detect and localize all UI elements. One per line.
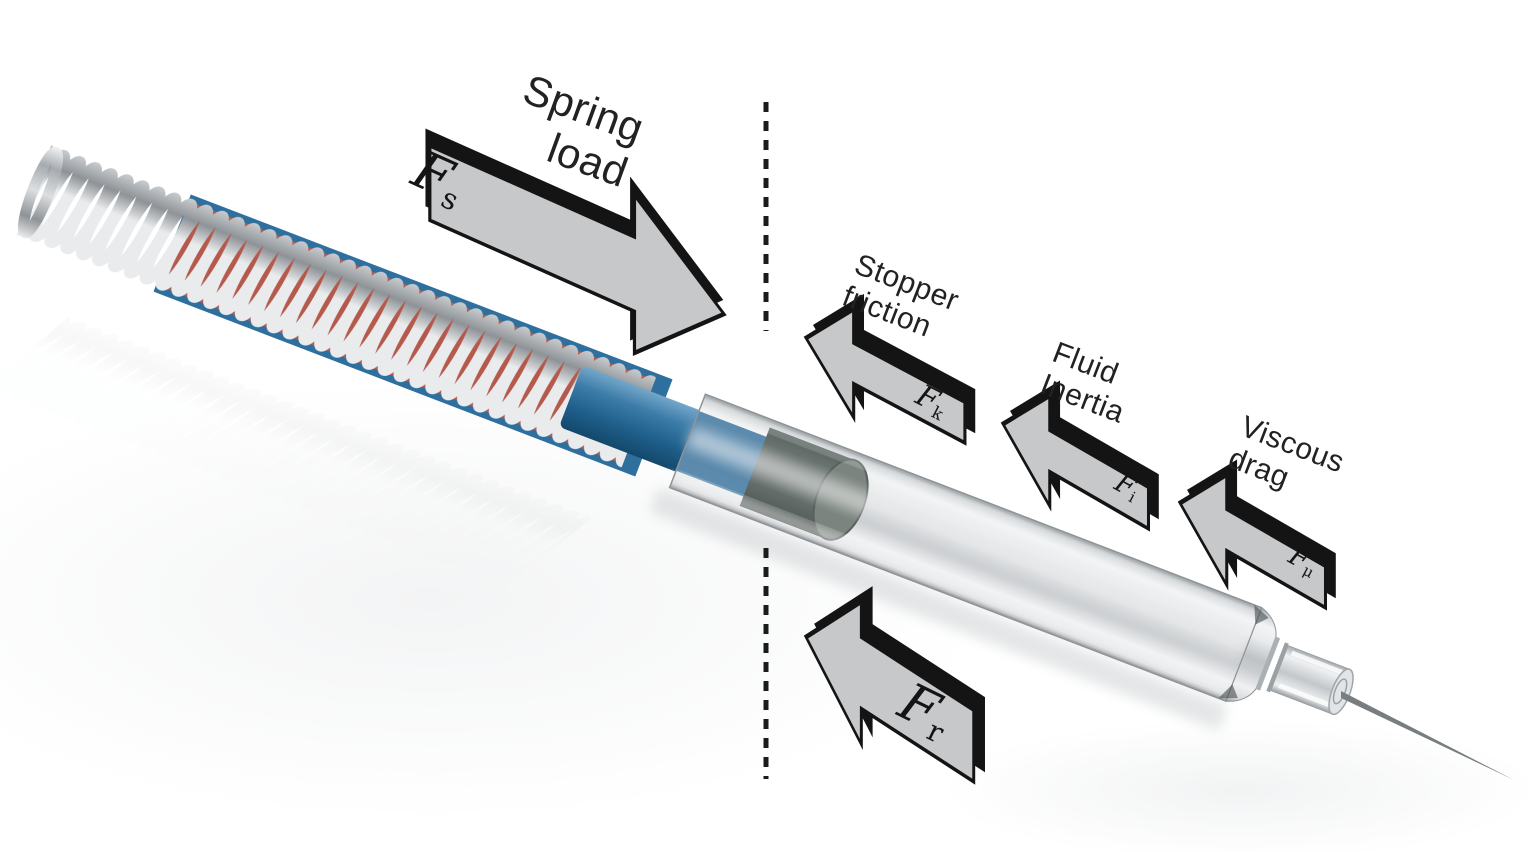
spring-reflection xyxy=(0,315,594,590)
spring-load-arrow xyxy=(425,128,727,357)
stopper-friction-arrow xyxy=(803,293,976,446)
barrel-shoulder xyxy=(1218,604,1277,702)
barrel-shadow xyxy=(649,487,1229,731)
syringe-barrel xyxy=(668,393,1263,703)
crimp-rings xyxy=(1255,636,1289,693)
viscous-drag-arrow xyxy=(1177,459,1336,611)
resultant-force-arrow xyxy=(803,586,985,785)
spring-coil xyxy=(16,143,657,469)
fluid-inertia-arrow xyxy=(1000,380,1159,532)
needle-hub xyxy=(1270,645,1354,716)
syringe-device xyxy=(16,143,1354,731)
needle xyxy=(1341,691,1514,780)
plunger-rod xyxy=(560,367,705,473)
